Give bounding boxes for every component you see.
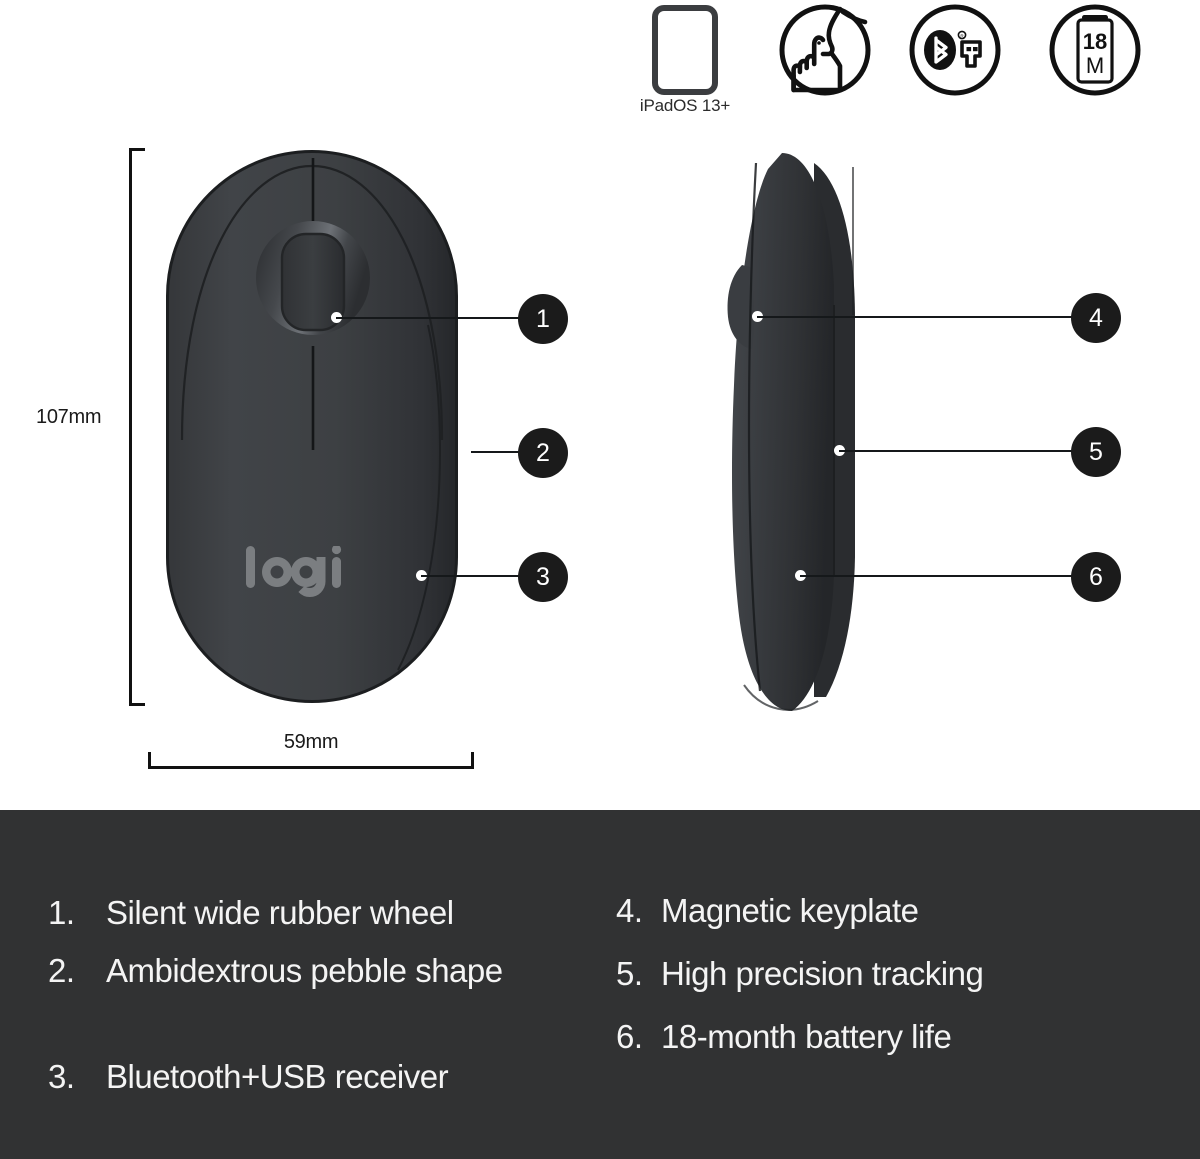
- mouse-top-view: [166, 150, 458, 703]
- legend-item-5: 5. High precision tracking: [616, 955, 984, 994]
- legend-item-4-label: Magnetic keyplate: [661, 892, 919, 929]
- legend-item-6-number: 6.: [616, 1018, 643, 1055]
- tablet-icon-caption: iPadOS 13+: [639, 96, 731, 115]
- callout-badge-6[interactable]: 6: [1071, 552, 1121, 602]
- legend-item-6-label: 18-month battery life: [661, 1018, 952, 1055]
- callout-line-5: [839, 450, 1073, 452]
- height-dimension-tick-top: [129, 148, 145, 151]
- tablet-icon: [630, 4, 740, 96]
- callout-badge-2[interactable]: 2: [518, 428, 568, 478]
- svg-text:R: R: [960, 34, 964, 39]
- battery-unit: M: [1086, 53, 1104, 78]
- legend-column-right: 4. Magnetic keyplate 5. High precision t…: [610, 810, 1170, 1159]
- legend-item-5-label: High precision tracking: [661, 955, 984, 992]
- feature-icon-strip: iPadOS 13+: [630, 0, 1170, 125]
- legend-item-2-label: Ambidextrous pebble shape: [106, 952, 503, 989]
- width-dimension-line: [148, 766, 474, 769]
- width-dimension-tick-right: [471, 752, 474, 769]
- legend-item-3: 3. Bluetooth+USB receiver: [48, 1058, 449, 1097]
- callout-line-1: [336, 317, 520, 319]
- callout-badge-4[interactable]: 4: [1071, 293, 1121, 343]
- legend-item-4-number: 4.: [616, 892, 643, 929]
- silent-click-icon: [770, 4, 880, 96]
- legend-footer: 1. Silent wide rubber wheel 2. Ambidextr…: [0, 810, 1200, 1159]
- legend-item-3-label: Bluetooth+USB receiver: [106, 1058, 449, 1095]
- legend-item-4: 4. Magnetic keyplate: [616, 892, 919, 931]
- legend-item-2: 2. Ambidextrous pebble shape: [48, 952, 568, 991]
- feature-icon-tablet-ipados: iPadOS 13+: [630, 0, 740, 120]
- callout-line-4: [757, 316, 1073, 318]
- logi-logo: [246, 546, 342, 598]
- bluetooth-usb-receiver-icon: R: [900, 4, 1010, 96]
- mouse-side-shell: [732, 153, 834, 711]
- feature-icon-silent-click: [770, 0, 880, 120]
- callout-line-3: [421, 575, 520, 577]
- legend-item-3-number: 3.: [48, 1058, 75, 1095]
- legend-item-1-number: 1.: [48, 894, 75, 931]
- height-dimension-label: 107mm: [36, 406, 102, 428]
- battery-number: 18: [1083, 29, 1107, 54]
- callout-line-6: [800, 575, 1073, 577]
- feature-icon-battery-life: 18 M: [1040, 0, 1150, 120]
- callout-badge-1[interactable]: 1: [518, 294, 568, 344]
- legend-item-1-label: Silent wide rubber wheel: [106, 894, 454, 931]
- legend-item-6: 6. 18-month battery life: [616, 1018, 952, 1057]
- callout-line-2: [471, 451, 520, 453]
- legend-item-1: 1. Silent wide rubber wheel: [48, 894, 454, 933]
- callout-badge-3[interactable]: 3: [518, 552, 568, 602]
- battery-18-month-icon: 18 M: [1040, 4, 1150, 96]
- mouse-side-view: [722, 145, 892, 721]
- scroll-wheel: [280, 232, 346, 332]
- callout-badge-5[interactable]: 5: [1071, 427, 1121, 477]
- legend-item-5-number: 5.: [616, 955, 643, 992]
- feature-icon-bluetooth-usb: R: [900, 0, 1010, 120]
- height-dimension-line: [129, 148, 132, 706]
- height-dimension-tick-bottom: [129, 703, 145, 706]
- width-dimension-label: 59mm: [283, 731, 339, 753]
- width-dimension-tick-left: [148, 752, 151, 769]
- legend-column-left: 1. Silent wide rubber wheel 2. Ambidextr…: [42, 810, 602, 1159]
- legend-item-2-number: 2.: [48, 952, 75, 989]
